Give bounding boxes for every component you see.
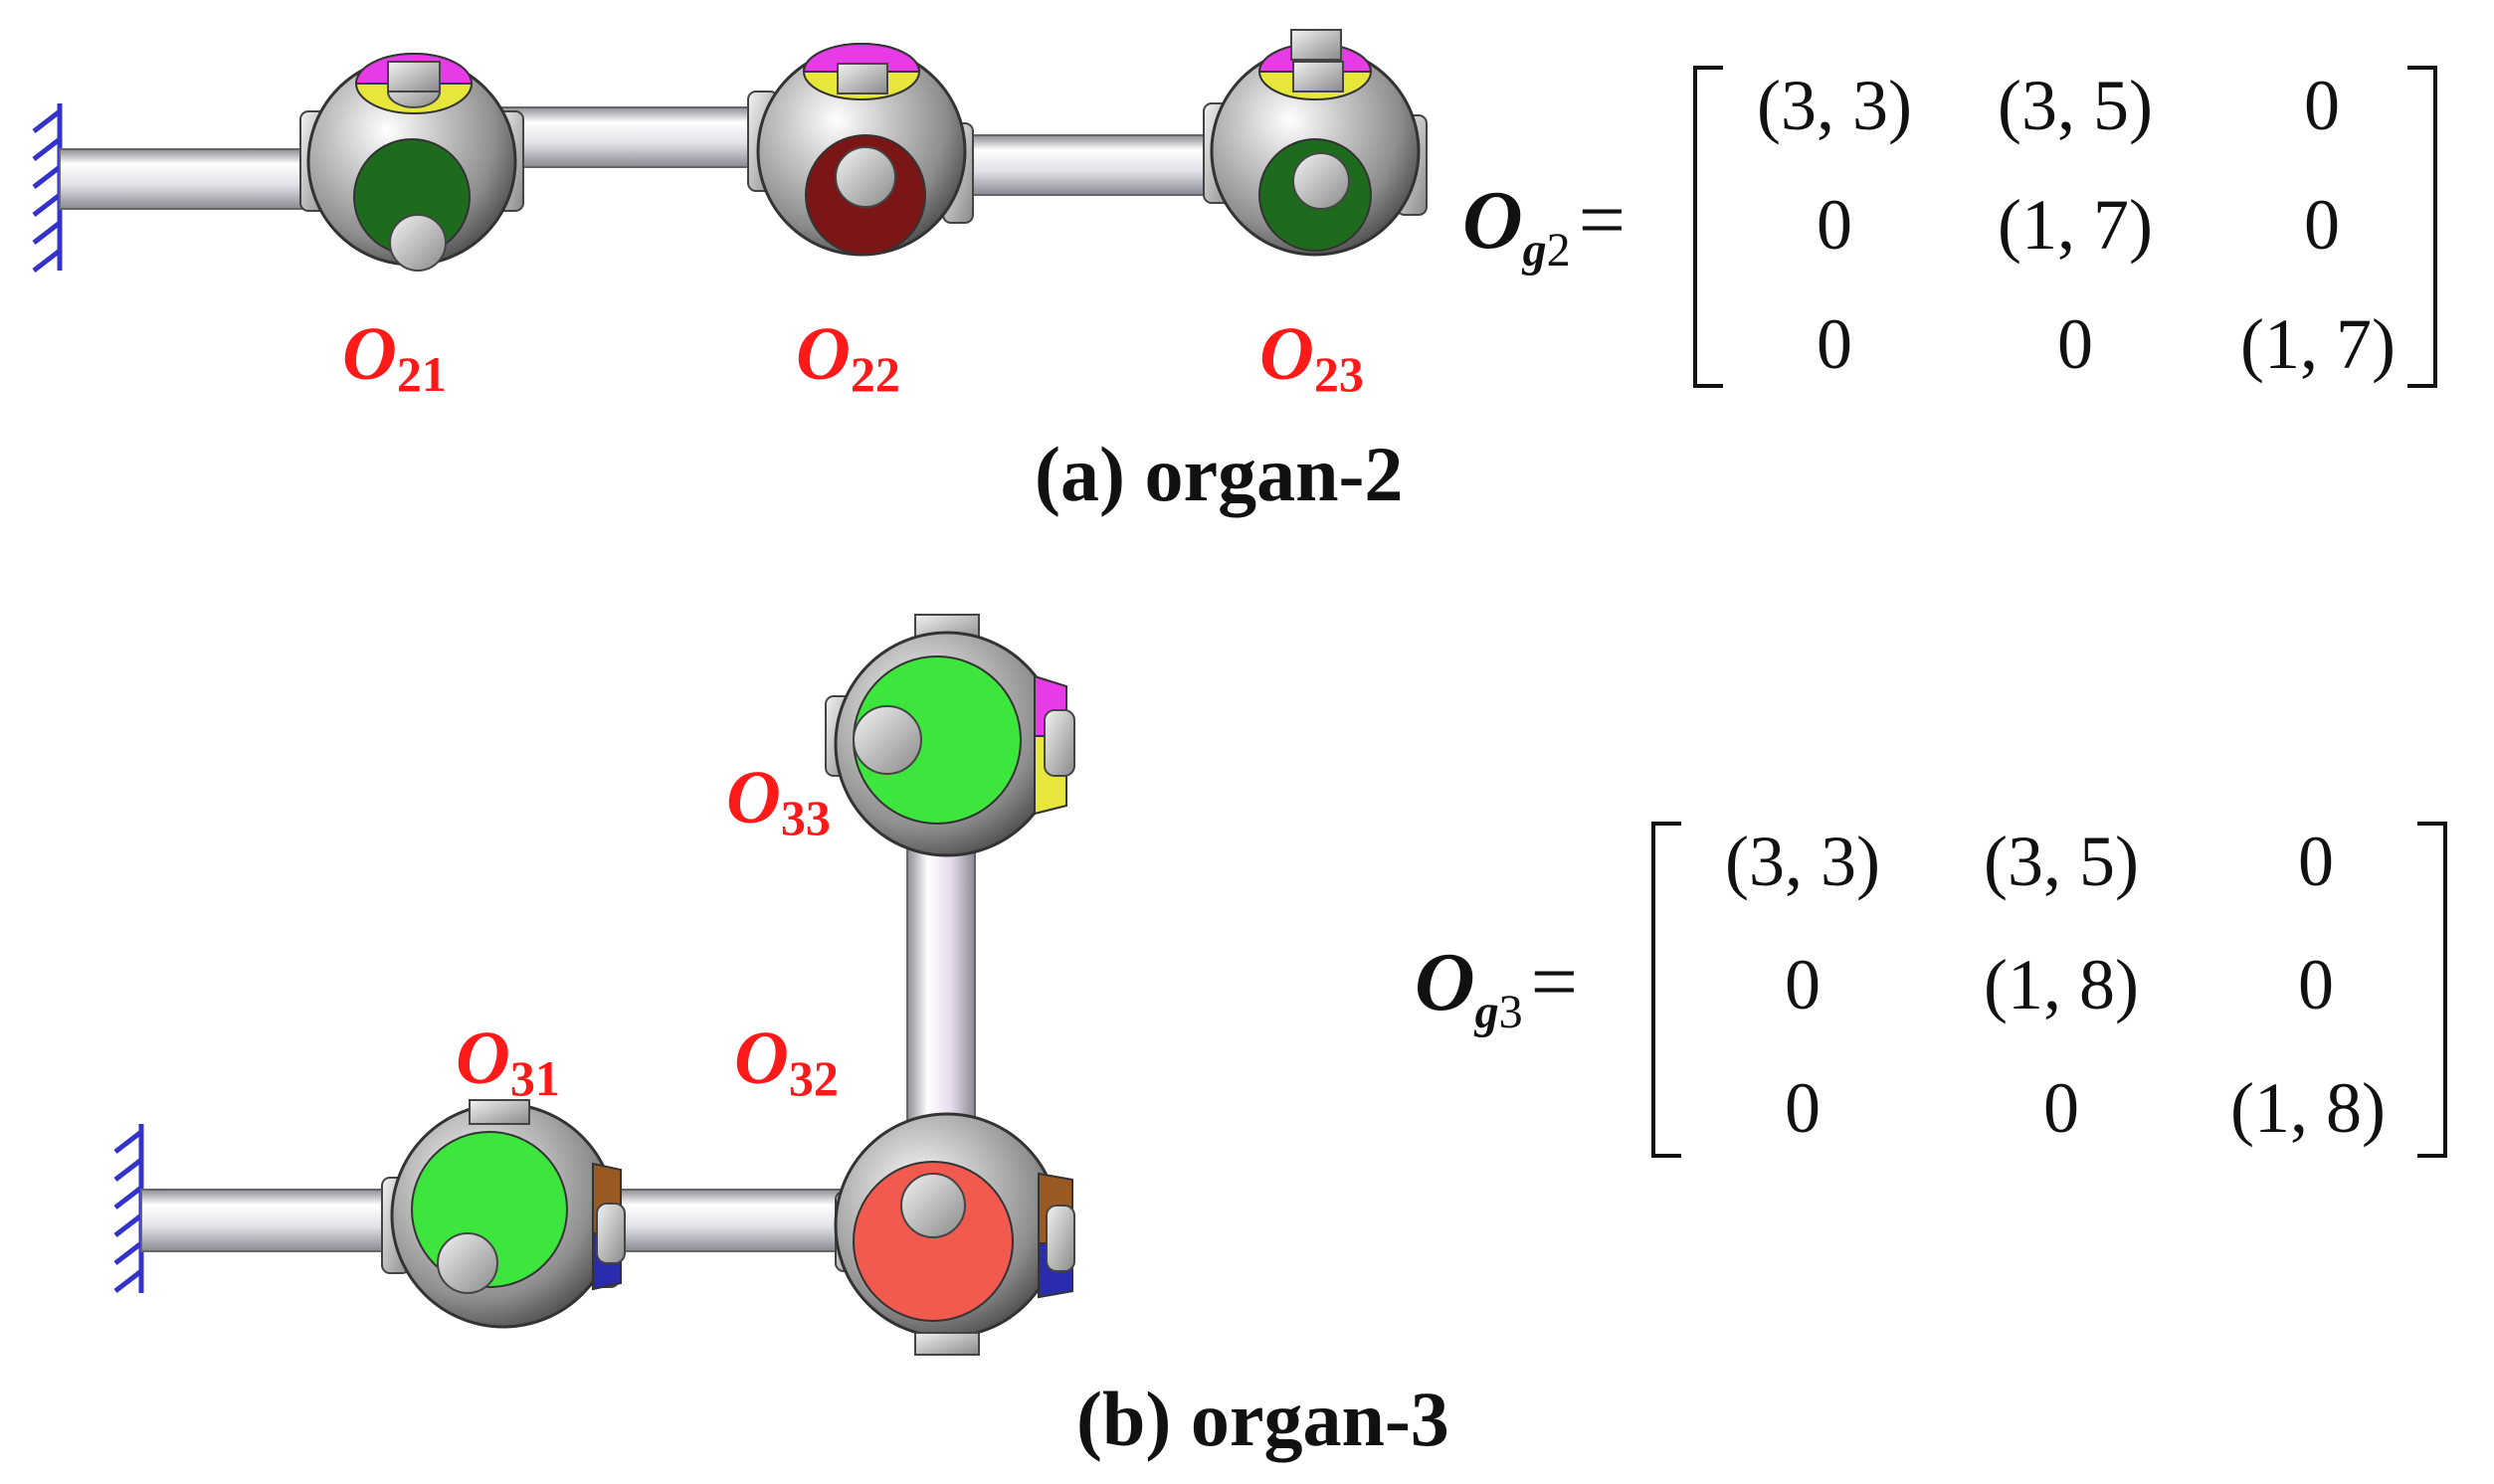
module-o21 [299, 53, 524, 272]
ground-icon [113, 1124, 144, 1293]
node-label-main: O [342, 312, 397, 396]
matrix-lhs: Og2= [1462, 179, 1626, 275]
node-label-o21: O21 [342, 316, 447, 399]
matrix-sub-letter: g [1522, 224, 1547, 277]
matrix-bracket-left [1651, 822, 1681, 1158]
matrix-cell: 0 [2043, 1068, 2079, 1148]
matrix-cell: 0 [1817, 304, 1852, 384]
node-label-main: O [456, 1017, 510, 1100]
matrix-cell: 0 [2057, 304, 2093, 384]
node-label-sub: 31 [509, 1050, 560, 1106]
matrix-symbol: O [1462, 174, 1523, 267]
matrix-cell: (3, 3) [1757, 66, 1912, 145]
rod [496, 106, 787, 168]
rod [616, 1189, 866, 1252]
ground-icon [32, 103, 63, 273]
node-label-main: O [726, 756, 781, 839]
matrix-cell: 0 [1785, 945, 1821, 1024]
matrix-cell: (1, 7) [2240, 304, 2396, 384]
node-label-sub: 33 [780, 790, 831, 845]
matrix-cell: 0 [2298, 822, 2334, 901]
matrix-sub-number: 3 [1498, 986, 1523, 1038]
matrix-cell: (1, 8) [2230, 1068, 2386, 1148]
module-o33 [825, 614, 1075, 857]
matrix-cell: 0 [2304, 66, 2340, 145]
matrix-bracket-right [2407, 66, 2437, 388]
node-label-sub: 22 [850, 346, 900, 402]
node-label-o22: O22 [796, 316, 900, 399]
node-label-o31: O31 [456, 1020, 560, 1103]
matrix-cell: 0 [2304, 185, 2340, 265]
matrix-sub-number: 2 [1546, 224, 1571, 277]
rod [906, 844, 976, 1145]
node-label-sub: 32 [788, 1050, 839, 1106]
module-o31 [381, 1099, 626, 1329]
node-label-main: O [796, 312, 851, 396]
node-label-o33: O33 [726, 760, 831, 842]
matrix-symbol: O [1415, 936, 1475, 1028]
module-o32 [834, 1112, 1075, 1356]
node-label-main: O [734, 1017, 789, 1100]
matrix-cell: 0 [1785, 1068, 1821, 1148]
matrix-equals: = [1578, 174, 1627, 267]
node-label-sub: 21 [396, 346, 447, 402]
node-label-main: O [1259, 312, 1314, 396]
matrix-lhs: Og3= [1415, 941, 1578, 1036]
matrix-equals: = [1530, 936, 1579, 1028]
caption-organ-3: (b) organ-3 [1076, 1376, 1449, 1462]
matrix-cell: (3, 5) [1984, 822, 2139, 901]
matrix-cell: (1, 8) [1984, 945, 2139, 1024]
node-label-o32: O32 [734, 1020, 839, 1103]
matrix-cell: 0 [2298, 945, 2334, 1024]
node-label-o23: O23 [1259, 316, 1364, 399]
matrix-sub-letter: g [1474, 986, 1499, 1038]
matrix-cell: (1, 7) [1998, 185, 2153, 265]
matrix-bracket-left [1693, 66, 1723, 388]
module-o22 [747, 43, 974, 257]
rod [954, 134, 1245, 196]
caption-organ-2: (a) organ-2 [1035, 431, 1404, 517]
matrix-cell: (3, 3) [1725, 822, 1880, 901]
module-o23 [1203, 29, 1428, 257]
matrix-cell: 0 [1817, 185, 1852, 265]
node-label-sub: 23 [1313, 346, 1364, 402]
rod [140, 1189, 401, 1252]
matrix-cell: (3, 5) [1998, 66, 2153, 145]
matrix-bracket-right [2417, 822, 2447, 1158]
